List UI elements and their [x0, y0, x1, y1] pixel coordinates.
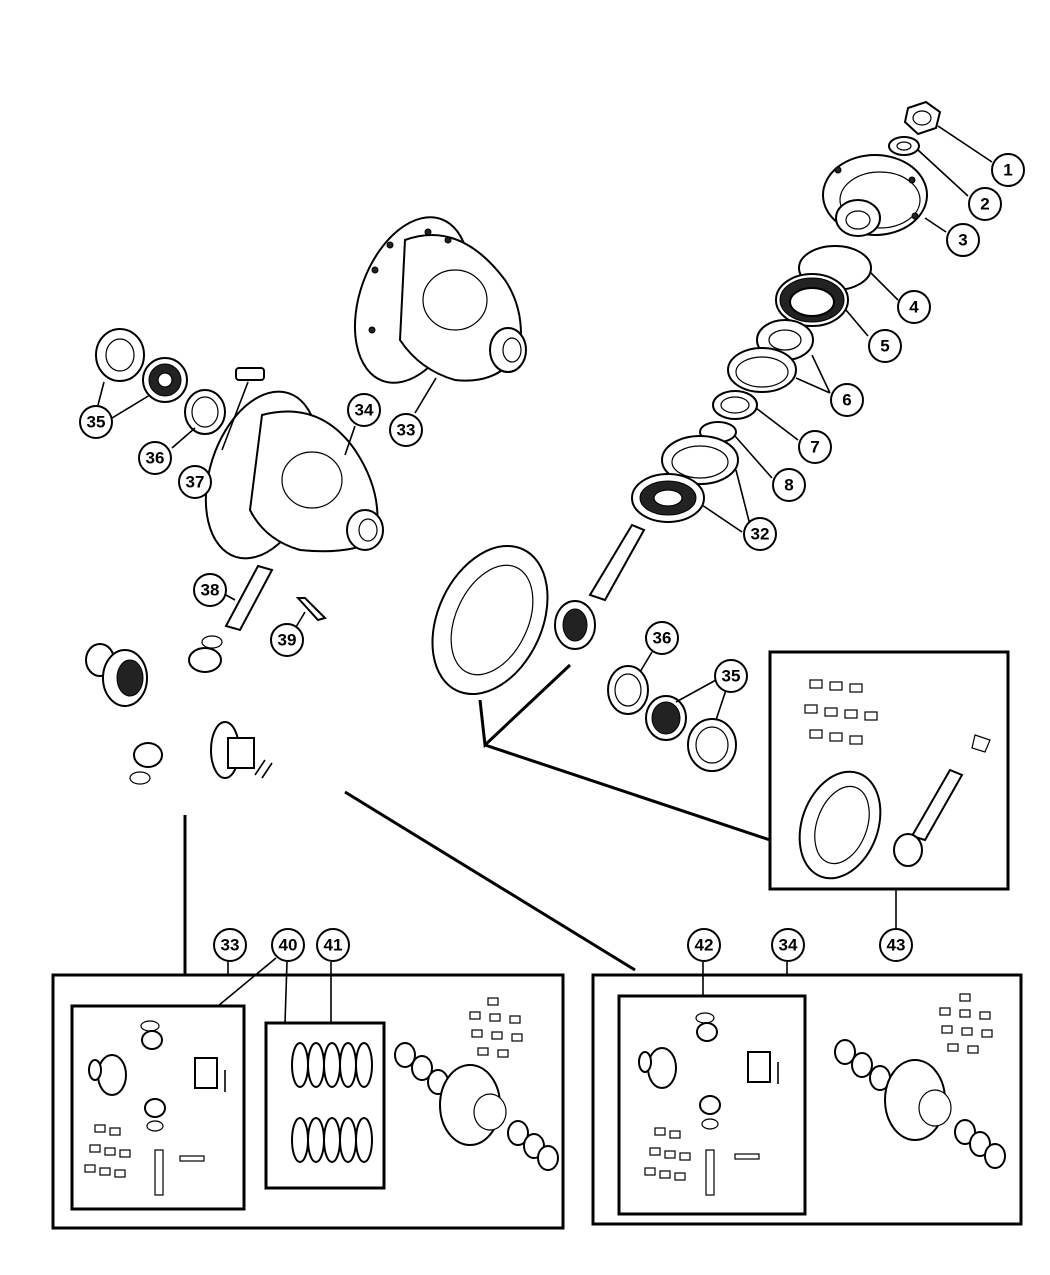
callout-38-label: 38 — [201, 581, 220, 600]
callout-38: 38 — [193, 573, 227, 607]
callout-33-label: 33 — [397, 421, 416, 440]
kit-40-bolts-left — [84, 1124, 131, 1178]
shim-left — [184, 389, 226, 435]
callout-41: 41 — [316, 928, 350, 962]
bearing-cup-right — [607, 665, 649, 715]
bearing-cone-left — [142, 357, 188, 403]
callout-1-label: 1 — [1003, 161, 1012, 180]
pinion-mate-gear — [188, 635, 223, 673]
callout-34-kit-label: 34 — [779, 936, 798, 955]
kit-40-box-left — [70, 1004, 246, 1211]
kit-33-bolts — [469, 997, 523, 1058]
side-gear-right — [210, 721, 273, 779]
pinion-nut — [903, 100, 942, 136]
kit-43-pinion — [893, 734, 991, 867]
callout-42: 42 — [687, 928, 721, 962]
kit-43-ring-gear — [798, 770, 882, 880]
callout-6: 6 — [830, 383, 864, 417]
case-34-kit-box — [591, 973, 1023, 1226]
callout-33-kit: 33 — [213, 928, 247, 962]
pinion-mate-gear-lower — [129, 742, 163, 785]
collapsible-spacer — [712, 390, 758, 420]
callout-36-right-label: 36 — [653, 629, 672, 648]
callout-40: 40 — [271, 928, 305, 962]
callout-35-right-label: 35 — [722, 667, 741, 686]
callout-33-kit-label: 33 — [221, 936, 240, 955]
callout-43-label: 43 — [887, 936, 906, 955]
callout-5-label: 5 — [880, 337, 889, 356]
pinion-flange — [822, 154, 928, 237]
callout-1: 1 — [991, 153, 1025, 187]
ring-gear-bolt — [221, 367, 265, 451]
case-33-kit-box — [51, 973, 565, 1230]
callout-35-left-label: 35 — [87, 413, 106, 432]
callout-7-label: 7 — [810, 438, 819, 457]
kit-33-case-assembly — [394, 1042, 559, 1171]
callout-37: 37 — [178, 465, 212, 499]
clutch-pack-lower — [291, 1117, 373, 1163]
callout-37-label: 37 — [186, 473, 205, 492]
callout-35-right: 35 — [714, 659, 748, 693]
washer — [888, 136, 920, 156]
callout-40-label: 40 — [279, 936, 298, 955]
cross-shaft — [224, 564, 274, 632]
callout-32: 32 — [743, 517, 777, 551]
ring-gear — [431, 544, 549, 696]
differential-case-lower — [204, 390, 384, 560]
callout-34-kit: 34 — [771, 928, 805, 962]
cross-shaft-pin — [295, 597, 327, 622]
callout-34: 34 — [347, 393, 381, 427]
callout-32-label: 32 — [751, 525, 770, 544]
callout-36-left: 36 — [138, 441, 172, 475]
callout-36-left-label: 36 — [146, 449, 165, 468]
callout-35-left: 35 — [79, 405, 113, 439]
callout-41-label: 41 — [324, 936, 343, 955]
rear-pinion-bearing — [631, 435, 739, 523]
ring-pinion-kit-box — [768, 650, 1010, 891]
callout-39-label: 39 — [278, 631, 297, 650]
kit-42-box — [617, 994, 807, 1216]
kit-34-case-assembly — [834, 1039, 1006, 1169]
callout-6-label: 6 — [842, 391, 851, 410]
callout-3: 3 — [946, 223, 980, 257]
callout-4: 4 — [897, 290, 931, 324]
callout-3-label: 3 — [958, 231, 967, 250]
bearing-cone-right — [645, 695, 687, 741]
callout-4-label: 4 — [909, 298, 919, 317]
callout-33: 33 — [389, 413, 423, 447]
differential-case-upper — [353, 216, 527, 384]
kit-34-bolts — [939, 993, 993, 1054]
kit-42-gears — [638, 1012, 779, 1196]
front-pinion-bearing — [727, 319, 814, 393]
callout-7: 7 — [798, 430, 832, 464]
callout-39: 39 — [270, 623, 304, 657]
pinion-seal — [775, 273, 849, 327]
kit-40-gears-left — [88, 1020, 226, 1196]
callout-36-right: 36 — [645, 621, 679, 655]
callout-34-label: 34 — [355, 401, 374, 420]
callout-5: 5 — [868, 329, 902, 363]
callout-8: 8 — [772, 468, 806, 502]
leader-lines — [97, 125, 993, 1024]
side-gear-left — [102, 649, 148, 707]
callout-8-label: 8 — [784, 476, 793, 495]
callout-43: 43 — [879, 928, 913, 962]
bearing-race-right — [687, 718, 737, 772]
kit-43-bolts — [804, 679, 878, 745]
callout-2: 2 — [968, 187, 1002, 221]
clutch-pack-upper — [291, 1042, 373, 1088]
callout-2-label: 2 — [980, 195, 989, 214]
drive-pinion — [554, 523, 646, 650]
bearing-cup-left — [95, 328, 145, 382]
kit-42-bolts — [644, 1127, 691, 1181]
kit-41-box — [264, 1021, 386, 1190]
callout-42-label: 42 — [695, 936, 714, 955]
